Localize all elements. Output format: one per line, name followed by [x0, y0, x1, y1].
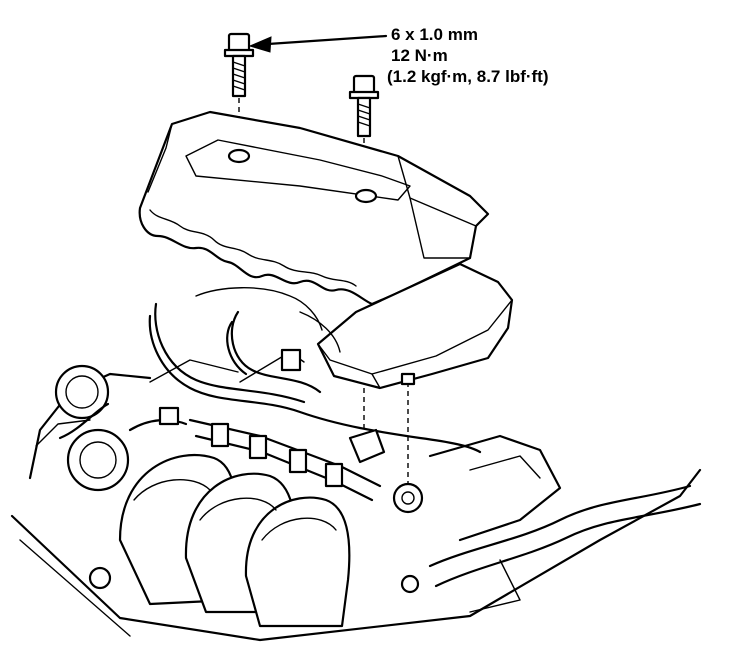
engine-cover — [138, 110, 490, 306]
bolt-left — [223, 32, 255, 150]
lower-cover — [316, 262, 514, 496]
leader-arrow — [248, 34, 388, 53]
torque-nm-label: 12 N·m — [391, 46, 448, 65]
engine-block — [10, 348, 702, 642]
torque-alt-label: (1.2 kgf·m, 8.7 lbf·ft) — [387, 67, 549, 86]
bolt-right — [348, 74, 380, 190]
bolt-size-label: 6 x 1.0 mm — [391, 25, 478, 44]
